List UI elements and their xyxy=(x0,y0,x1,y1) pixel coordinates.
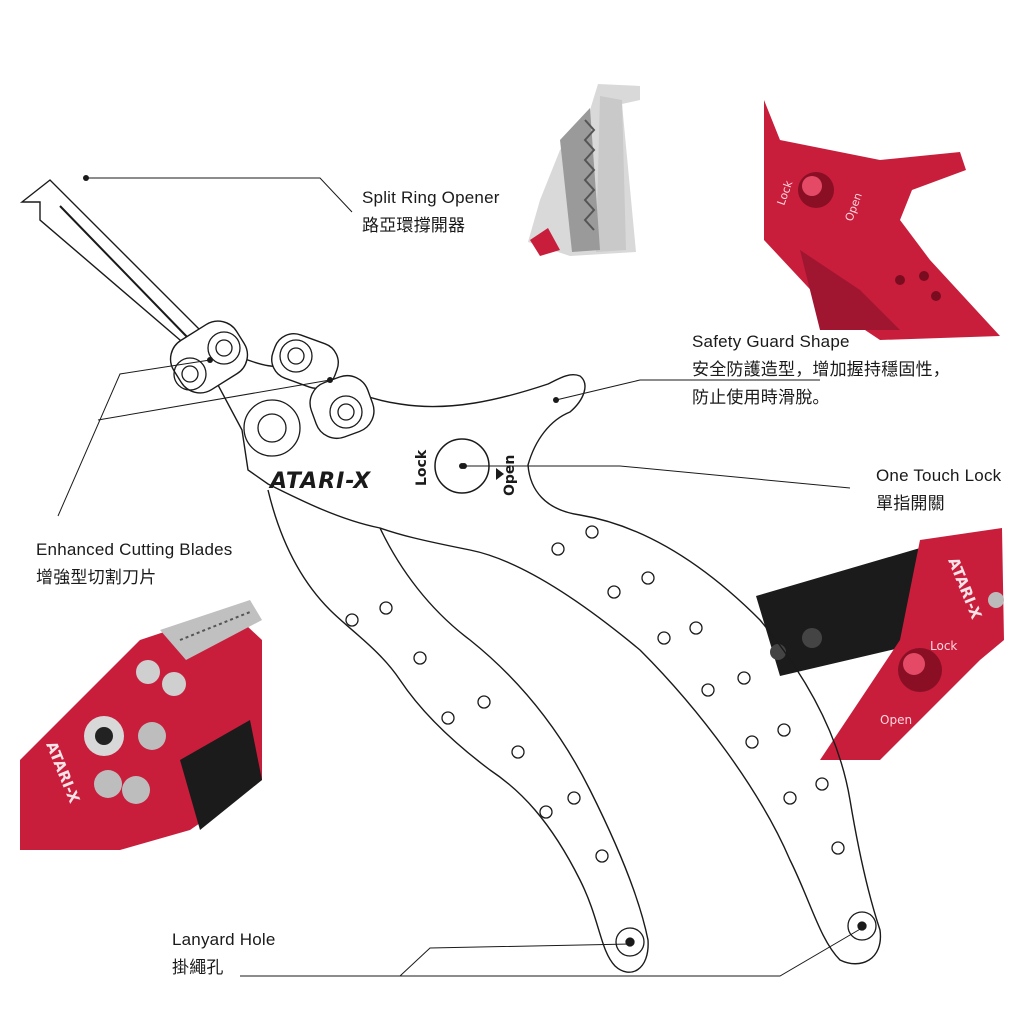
brand-logo: ATARI-X xyxy=(268,469,371,494)
leader-dots xyxy=(83,175,865,945)
callout-zh: 路亞環撐開器 xyxy=(362,216,466,236)
handle-holes xyxy=(345,525,845,863)
callout-lanyard-hole: Lanyard Hole 掛繩孔 xyxy=(172,926,276,982)
photo-split-ring-opener xyxy=(528,84,640,256)
lock-text: Lock xyxy=(414,449,430,486)
arrow-right-icon xyxy=(496,468,504,480)
callout-cutting-blades: Enhanced Cutting Blades 增強型切割刀片 xyxy=(36,536,232,592)
callout-en: Split Ring Opener xyxy=(362,188,500,207)
photo-safety-guard: Lock Open xyxy=(764,100,1000,340)
pliers-outline xyxy=(19,179,882,973)
photo-cutting-blades: ATARI-X xyxy=(20,600,262,850)
svg-text:Open: Open xyxy=(880,713,912,727)
callout-zh: 安全防護造型，增加握持穩固性， xyxy=(692,360,950,380)
leader-lines xyxy=(57,177,863,977)
callout-safety-guard: Safety Guard Shape 安全防護造型，增加握持穩固性， 防止使用時… xyxy=(692,328,950,412)
callout-zh: 增強型切割刀片 xyxy=(36,568,157,588)
svg-text:Lock: Lock xyxy=(930,639,957,653)
callout-en: One Touch Lock xyxy=(876,466,1002,485)
callout-zh: 單指開關 xyxy=(876,494,945,514)
callout-one-touch-lock: One Touch Lock 單指開關 xyxy=(876,462,1001,518)
callout-en: Enhanced Cutting Blades xyxy=(36,540,233,559)
photo-one-touch-lock: ATARI-X Lock Open xyxy=(756,528,1004,760)
callout-split-ring-opener: Split Ring Opener 路亞環撐開器 xyxy=(362,184,500,240)
blade-plates xyxy=(169,320,375,440)
callout-en: Safety Guard Shape xyxy=(692,332,850,351)
blade-screws xyxy=(173,331,363,457)
lanyard-holes xyxy=(615,911,877,957)
open-text: Open xyxy=(502,455,518,496)
callout-zh: 掛繩孔 xyxy=(172,958,224,978)
callout-en: Lanyard Hole xyxy=(172,930,276,949)
callout-zh-line2: 防止使用時滑脫。 xyxy=(692,388,830,408)
